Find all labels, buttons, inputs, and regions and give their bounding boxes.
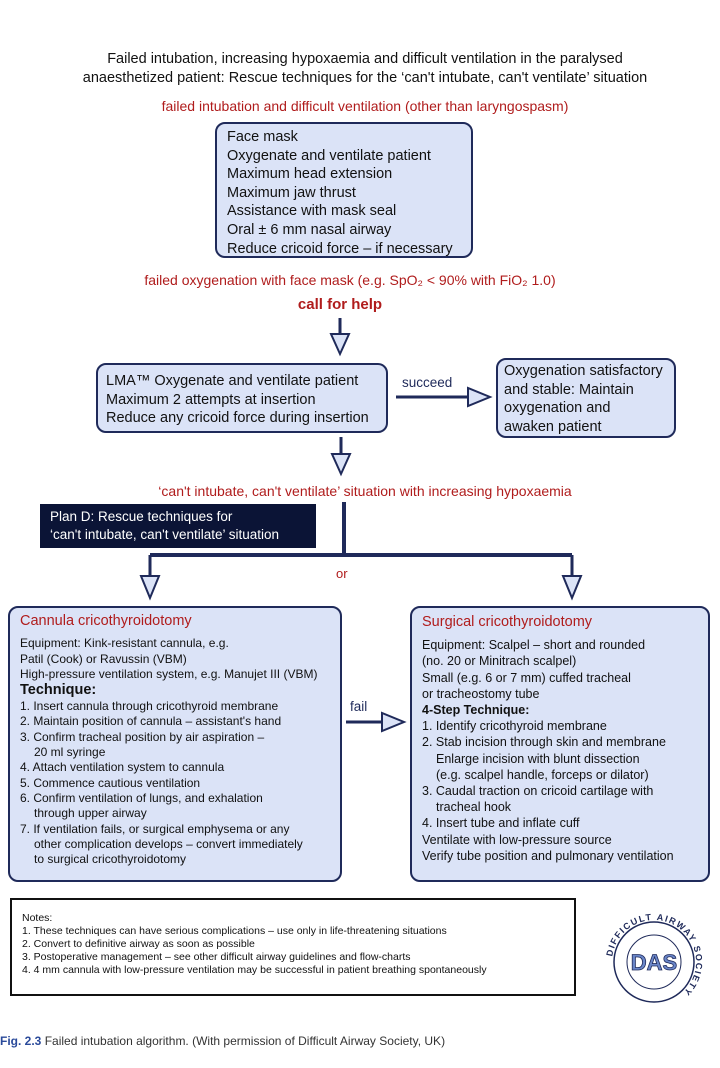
surgical-step: 4. Insert tube and inflate cuff [422,816,580,831]
cannula-equipment-line: Equipment: Kink-resistant cannula, e.g. [20,636,229,651]
cannula-cricothyroidotomy-box: Cannula cricothyroidotomy Equipment: Kin… [8,606,342,882]
plan-d-line-1: Plan D: Rescue techniques for [50,509,233,524]
lma-line: Reduce any cricoid force during insertio… [106,410,369,426]
das-logo: DIFFICULT AIRWAY SOCIETY DAS [604,912,703,1003]
surgical-step: Ventilate with low-pressure source [422,832,612,847]
notes-item: 3. Postoperative management – see other … [22,951,411,963]
notes-box: Notes: 1. These techniques can have seri… [10,898,576,996]
cannula-step: 20 ml syringe [34,745,106,760]
surgical-equipment-line: (no. 20 or Minitrach scalpel) [422,654,577,669]
label-succeed: succeed [402,375,453,390]
title-line-2: anaesthetized patient: Rescue techniques… [82,70,648,86]
face-mask-line: Assistance with mask seal [227,203,397,220]
caption-text: Failed intubation algorithm. (With permi… [44,1034,446,1048]
cannula-equipment-line: High-pressure ventilation system, e.g. M… [20,666,318,681]
notes-heading: Notes: [22,912,53,924]
arrow-succeed [396,386,493,408]
surgical-equipment-line: Equipment: Scalpel – short and rounded [422,638,646,653]
oxygenation-box: Oxygenation satisfactory and stable: Mai… [496,358,676,438]
surgical-cricothyroidotomy-box: Surgical cricothyroidotomy Equipment: Sc… [410,606,710,882]
cannula-step: 5. Commence cautious ventilation [20,775,201,790]
arrow-to-lma [329,318,351,357]
cannula-title: Cannula cricothyroidotomy [20,613,192,629]
cannula-step: 7. If ventilation fails, or surgical emp… [20,821,290,836]
cannula-step: to surgical cricothyroidotomy [34,852,187,867]
cannula-equipment-line: Patil (Cook) or Ravussin (VBM) [20,651,187,666]
lma-box: LMA™ Oxygenate and ventilate patient Max… [96,363,388,433]
surgical-step: 3. Caudal traction on cricoid cartilage … [422,784,654,799]
title-line-1: Failed intubation, increasing hypoxaemia… [107,51,623,67]
notes-item: 1. These techniques can have serious com… [22,925,447,937]
oxygenation-line: awaken patient [504,418,602,435]
cannula-step: through upper airway [34,806,147,821]
face-mask-line: Oxygenate and ventilate patient [227,147,431,164]
branch-split [139,502,583,601]
surgical-step: 1. Identify cricothyroid membrane [422,719,607,734]
cannula-step: 2. Maintain position of cannula – assist… [20,714,282,729]
face-mask-line: Face mask [227,129,298,145]
label-failed-oxygenation: failed oxygenation with face mask (e.g. … [144,272,556,288]
surgical-step: Verify tube position and pulmonary venti… [422,848,674,863]
face-mask-box: Face mask Oxygenate and ventilate patien… [215,122,473,258]
label-fail: fail [350,699,368,714]
surgical-step: tracheal hook [436,800,512,815]
cannula-step: 4. Attach ventilation system to cannula [20,760,225,775]
plan-d-banner: Plan D: Rescue techniques for ‘can't int… [40,504,316,548]
oxygenation-line: and stable: Maintain [504,381,634,398]
label-cicv: ‘can't intubate, can't ventilate’ situat… [158,483,572,499]
caption-label: Fig. 2.3 [0,1034,42,1048]
logo-letters: DAS [631,950,677,975]
surgical-step: (e.g. scalpel handle, forceps or dilator… [436,767,649,782]
figure-caption: Fig. 2.3 Failed intubation algorithm. (W… [0,1034,445,1048]
surgical-equipment-line: or tracheostomy tube [422,686,540,701]
oxygenation-line: oxygenation and [504,400,611,417]
arrow-fail [346,711,407,733]
surgical-equipment-line: Small (e.g. 6 or 7 mm) cuffed tracheal [422,670,631,685]
label-failed-intubation: failed intubation and difficult ventilat… [161,98,569,114]
cannula-step: other complication develops – convert im… [34,836,303,851]
arrow-to-cicv [330,437,352,477]
face-mask-line: Reduce cricoid force – if necessary [227,240,453,257]
surgical-technique-label: 4-Step Technique: [422,703,530,718]
surgical-step: 2. Stab incision through skin and membra… [422,735,666,750]
label-call-for-help: call for help [297,296,383,313]
surgical-step: Enlarge incision with blunt dissection [436,751,640,766]
notes-item: 4. 4 mm cannula with low-pressure ventil… [22,964,487,976]
label-or: or [336,566,348,581]
cannula-step: 3. Confirm tracheal position by air aspi… [20,729,265,744]
cannula-step: 1. Insert cannula through cricothyroid m… [20,699,279,714]
cannula-technique-label: Technique: [20,682,97,699]
page-title: Failed intubation, increasing hypoxaemia… [20,50,710,88]
face-mask-line: Oral ± 6 mm nasal airway [227,221,392,238]
surgical-title: Surgical cricothyroidotomy [422,614,593,630]
notes-item: 2. Convert to definitive airway as soon … [22,938,255,950]
cannula-step: 6. Confirm ventilation of lungs, and exh… [20,790,263,805]
face-mask-line: Maximum head extension [227,166,393,183]
lma-line: LMA™ Oxygenate and ventilate patient [106,373,359,389]
face-mask-line: Maximum jaw thrust [227,184,356,201]
oxygenation-line: Oxygenation satisfactory [504,363,663,379]
lma-line: Maximum 2 attempts at insertion [106,391,316,408]
plan-d-line-2: ‘can't intubate, can't ventilate’ situat… [50,527,280,542]
